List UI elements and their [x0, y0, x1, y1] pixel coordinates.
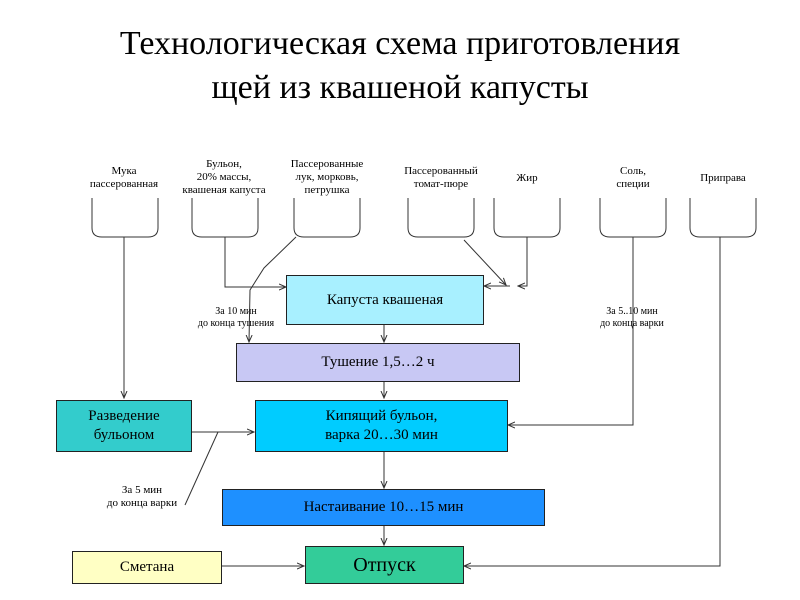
ingredient-label-seasoning: Приправа — [700, 172, 746, 184]
step-serving: Отпуск — [305, 546, 464, 584]
page-title: Технологическая схема приготовления щей … — [0, 22, 800, 110]
title-line-1: Технологическая схема приготовления — [119, 25, 681, 62]
bowl-vegetables-icon — [293, 198, 361, 238]
step-infusion: Настаивание 10…15 мин — [222, 489, 545, 526]
step-sour-cream: Сметана — [72, 551, 222, 584]
bowl-broth-icon — [191, 198, 259, 238]
title-line-2: щей из квашеной капусты — [211, 69, 589, 106]
bowl-tomato-icon — [407, 198, 475, 238]
ingredient-label-salt: Соль,специи — [616, 165, 650, 190]
step-boiling: Кипящий бульон,варка 20…30 мин — [255, 400, 508, 452]
ingredient-label-broth: Бульон,20% массы,квашеная капуста — [182, 158, 266, 196]
bowl-salt-icon — [599, 198, 667, 238]
step-cabbage: Капуста квашеная — [286, 275, 484, 325]
bowl-fat-icon — [493, 198, 561, 238]
bowl-flour-icon — [91, 198, 159, 238]
ingredient-label-fat: Жир — [516, 172, 538, 184]
step-stewing: Тушение 1,5…2 ч — [236, 343, 520, 382]
bowl-seasoning-icon — [689, 198, 757, 238]
